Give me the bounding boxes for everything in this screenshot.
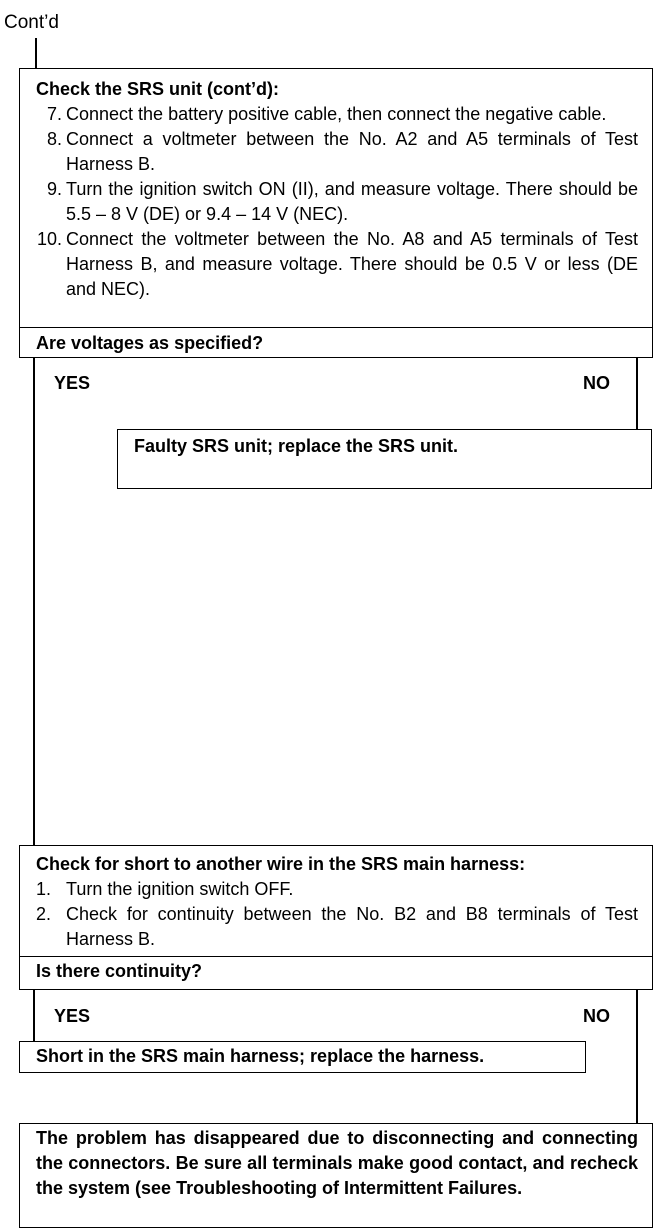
box2-step-2: 2. Check for continuity between the No. … [36,904,638,949]
no-label-2: NO [583,1006,610,1026]
box1-step-8: 8. Connect a voltmeter between the No. A… [46,129,638,174]
contd-label: Cont’d [4,12,59,33]
problem-disappeared-text: The problem has disappeared due to disco… [36,1128,638,1198]
box2-steps: 1. Turn the ignition switch OFF. 2. Chec… [20,877,652,952]
box1-title: Check the SRS unit (cont’d): [36,79,279,99]
short-harness-text: Short in the SRS main harness; replace t… [36,1046,485,1066]
box1-step-10: 10. Connect the voltmeter between the No… [36,229,638,299]
box1-step-7: 7. Connect the battery positive cable, t… [46,104,607,124]
no-branch-line-1 [636,358,638,430]
box1-steps: 7. Connect the battery positive cable, t… [20,102,652,302]
check-short-box: Check for short to another wire in the S… [19,845,653,990]
box2-step-1: 1. Turn the ignition switch OFF. [36,879,294,899]
box2-question: Is there continuity? [36,961,203,981]
connector-line [35,38,37,70]
short-harness-box: Short in the SRS main harness; replace t… [19,1041,586,1073]
problem-disappeared-box: The problem has disappeared due to disco… [19,1123,653,1228]
box1-step-9: 9. Turn the ignition switch ON (II), and… [46,179,638,224]
yes-branch-line-1 [33,358,35,845]
yes-label-1: YES [54,373,91,393]
box2-title: Check for short to another wire in the S… [36,854,526,874]
no-branch-line-2 [636,990,638,1124]
box1-question: Are voltages as specified? [36,333,264,353]
faulty-srs-unit-text: Faulty SRS unit; replace the SRS unit. [134,436,459,456]
check-srs-unit-box: Check the SRS unit (cont’d): 7. Connect … [19,68,653,358]
box1-divider [20,327,652,328]
yes-label-2: YES [54,1006,91,1026]
yes-branch-line-2 [33,990,35,1042]
box2-divider [20,956,652,957]
no-label-1: NO [583,373,610,393]
faulty-srs-unit-box: Faulty SRS unit; replace the SRS unit. [117,429,652,489]
